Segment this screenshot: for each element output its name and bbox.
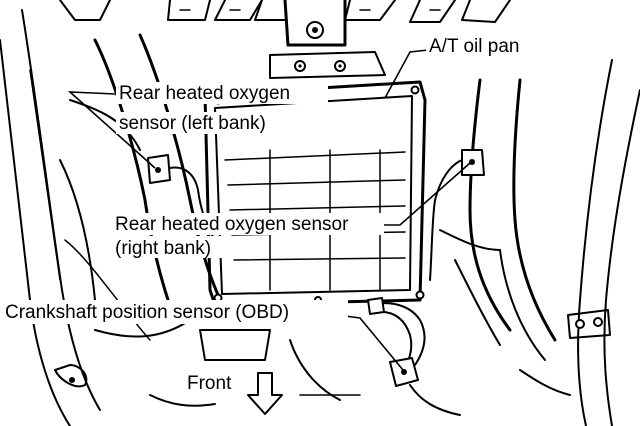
label-rear-o2-right-line1: Rear heated oxygen sensor [115, 214, 349, 235]
label-front: Front [187, 373, 232, 394]
rear-o2-sensor-left [147, 154, 216, 241]
callout-labels: A/T oil pan Rear heated oxygen sensor (l… [2, 33, 556, 394]
label-at-oil-pan: A/T oil pan [429, 36, 519, 57]
front-arrow [247, 372, 283, 415]
label-rear-o2-right-line2: (right bank) [115, 238, 211, 259]
right-exhaust-pipe [439, 78, 557, 361]
label-crankshaft-sensor: Crankshaft position sensor (OBD) [5, 302, 289, 323]
left-exhaust-pipe [59, 33, 227, 341]
leader-lines [67, 49, 471, 371]
label-rear-o2-left-line2: sensor (left bank) [119, 113, 266, 134]
label-rear-o2-left-line1: Rear heated oxygen [119, 83, 290, 104]
crankshaft-position-sensor [367, 297, 461, 416]
lower-structure [54, 309, 611, 407]
rear-o2-sensor-right [429, 149, 485, 281]
